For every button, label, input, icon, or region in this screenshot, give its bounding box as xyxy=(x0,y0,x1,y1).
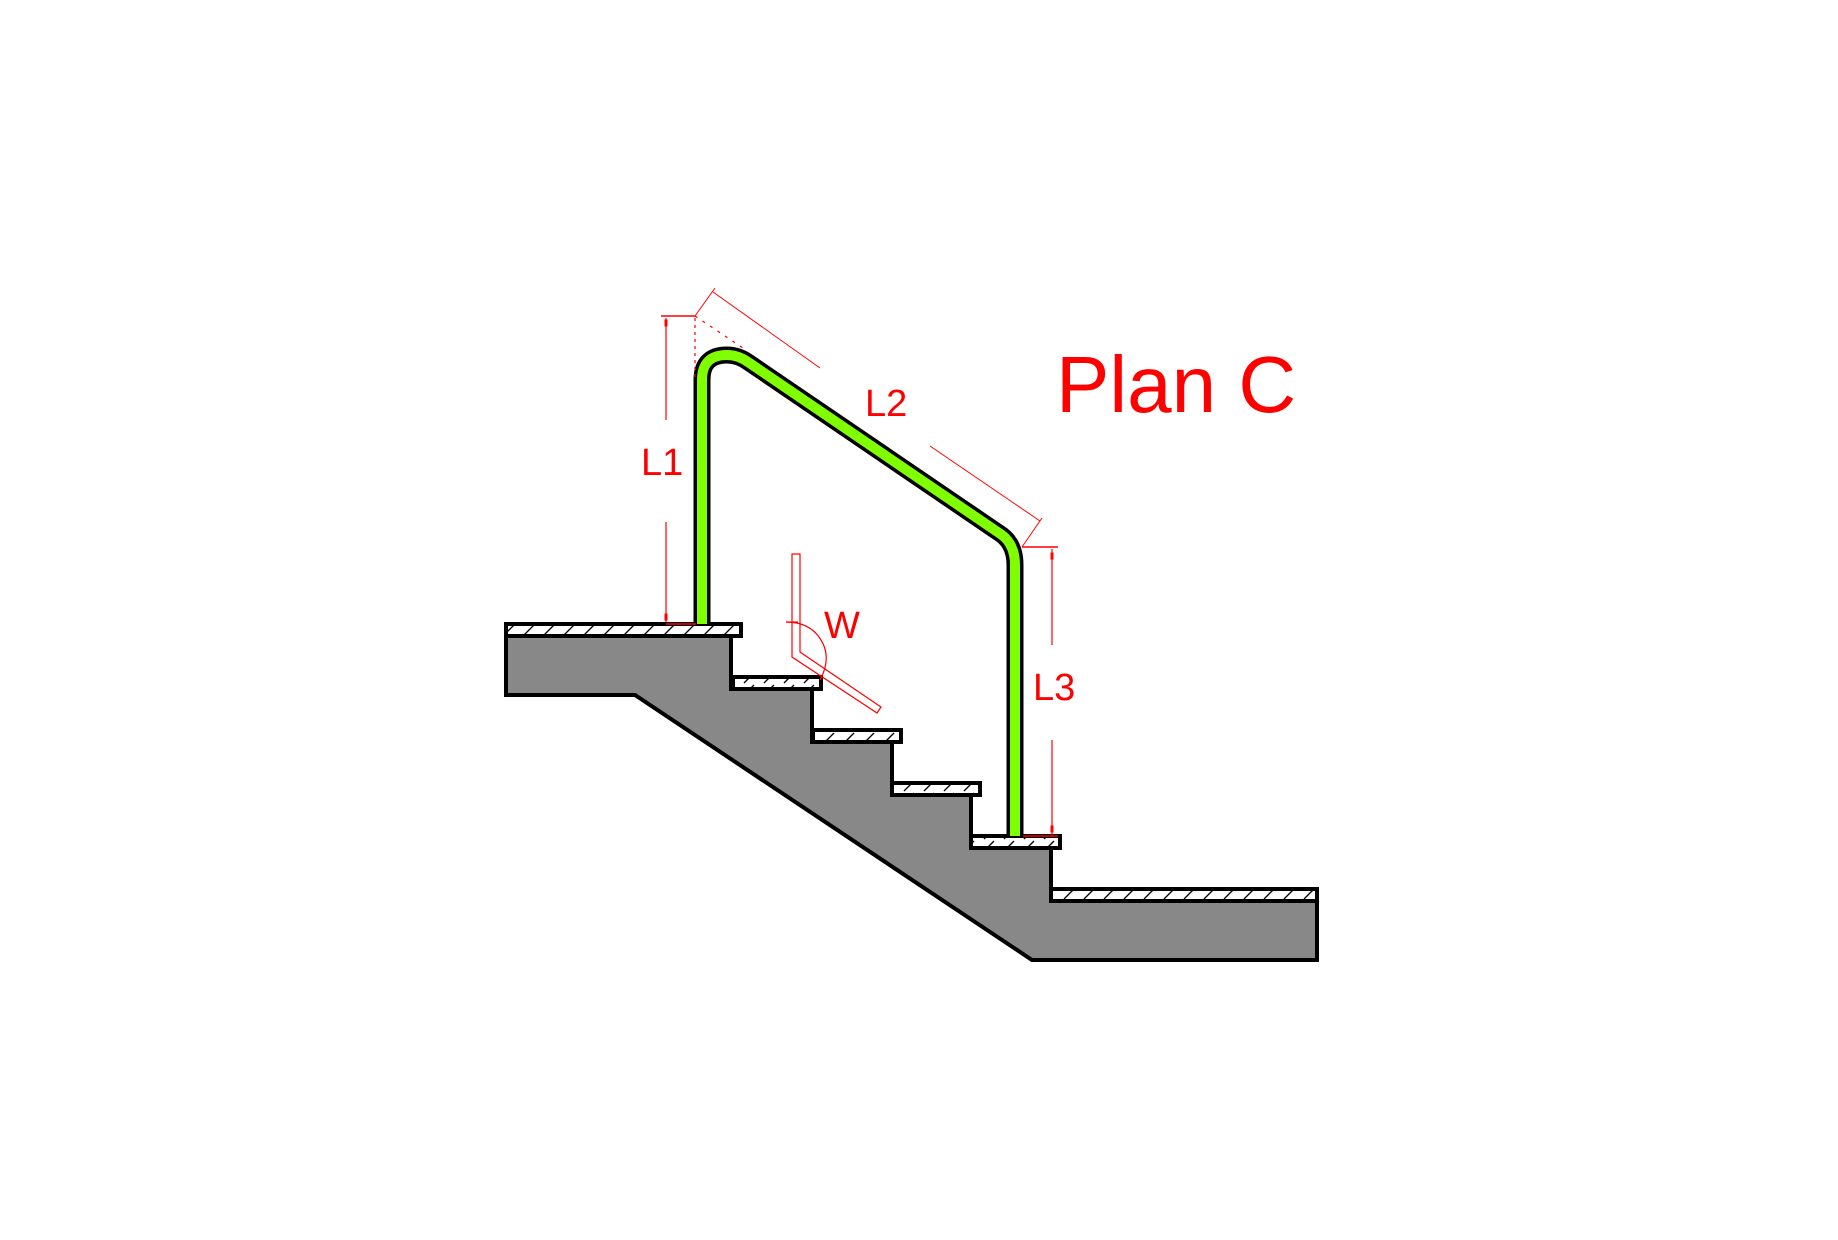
bottom-landing-tread xyxy=(1049,887,1319,903)
stair-concrete-body xyxy=(504,634,1319,962)
step-tread-1 xyxy=(731,675,823,691)
step-tread-3 xyxy=(890,781,982,797)
step-tread-4 xyxy=(969,834,1062,850)
dimension-l3 xyxy=(1022,546,1058,837)
dimension-l2 xyxy=(694,287,1043,548)
label-l1: L1 xyxy=(641,442,683,484)
angle-w-indicator xyxy=(785,553,882,714)
top-landing-tread xyxy=(504,622,743,638)
handrail-pipe xyxy=(693,346,1024,836)
step-tread-2 xyxy=(811,728,903,744)
label-l2: L2 xyxy=(865,383,907,425)
plan-title: Plan C xyxy=(1056,340,1296,429)
label-l3: L3 xyxy=(1033,667,1075,709)
label-w: W xyxy=(824,605,860,647)
dimension-l1 xyxy=(661,315,744,625)
